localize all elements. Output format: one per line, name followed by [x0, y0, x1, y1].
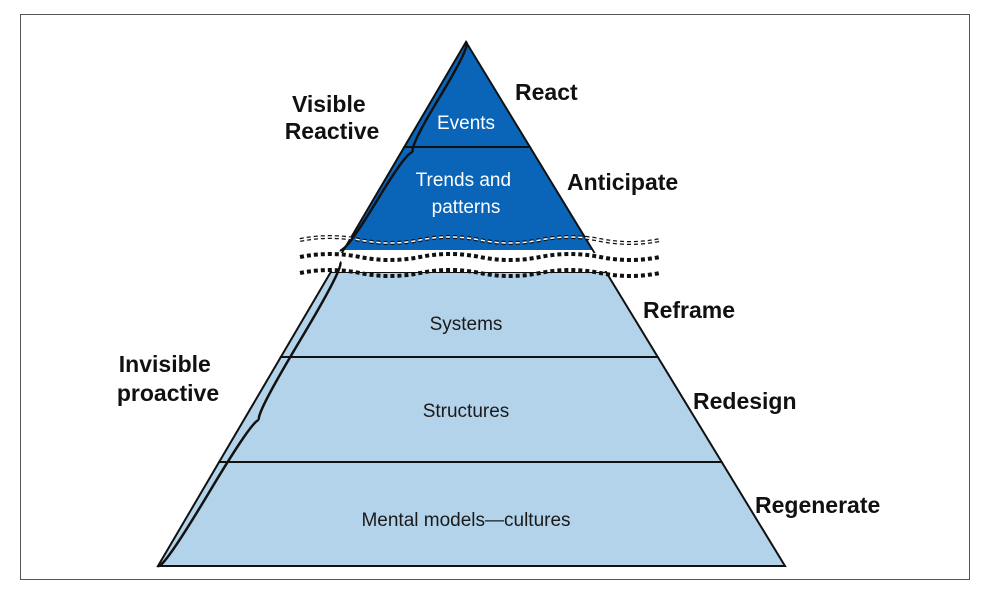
band-mental-models: [156, 461, 787, 567]
level-label-structures-line: Structures: [423, 401, 510, 422]
level-label-trends-line-1: Trends and: [416, 170, 511, 191]
group-label-visible-line-2: Reactive: [285, 118, 380, 144]
action-label-redesign: Redesign: [693, 388, 797, 414]
group-label-visible-reactive: Visible Reactive: [285, 91, 380, 144]
level-label-systems: Systems: [430, 314, 503, 335]
level-label-events: Events: [437, 113, 495, 134]
level-label-trends-line-2: patterns: [432, 197, 501, 218]
water-gap-band: [331, 250, 606, 272]
group-label-invisible-line-1: Invisible: [119, 351, 211, 377]
invisible-brace: [156, 260, 342, 568]
visible-brace: [339, 40, 468, 252]
group-label-invisible-line-2: proactive: [117, 380, 219, 406]
action-label-react: React: [515, 79, 578, 105]
level-label-systems-line: Systems: [430, 314, 503, 335]
level-label-mental-models-line: Mental models—cultures: [361, 510, 570, 531]
level-label-mental-models: Mental models—cultures: [361, 510, 570, 531]
group-label-visible-line-1: Visible: [292, 91, 366, 117]
action-label-anticipate: Anticipate: [567, 169, 678, 195]
level-label-trends-patterns: Trends and patterns: [416, 170, 517, 218]
waterline-wave-bottom: [299, 268, 661, 278]
action-label-regenerate: Regenerate: [755, 492, 880, 518]
band-trends-patterns: [340, 146, 596, 253]
level-label-structures: Structures: [423, 401, 510, 422]
action-label-reframe: Reframe: [643, 297, 735, 323]
waterline-wave-top-highlight: [299, 236, 661, 244]
waterline-wave-middle: [299, 252, 661, 262]
group-label-invisible-proactive: Invisible proactive: [117, 351, 219, 406]
level-label-events-line: Events: [437, 113, 495, 134]
